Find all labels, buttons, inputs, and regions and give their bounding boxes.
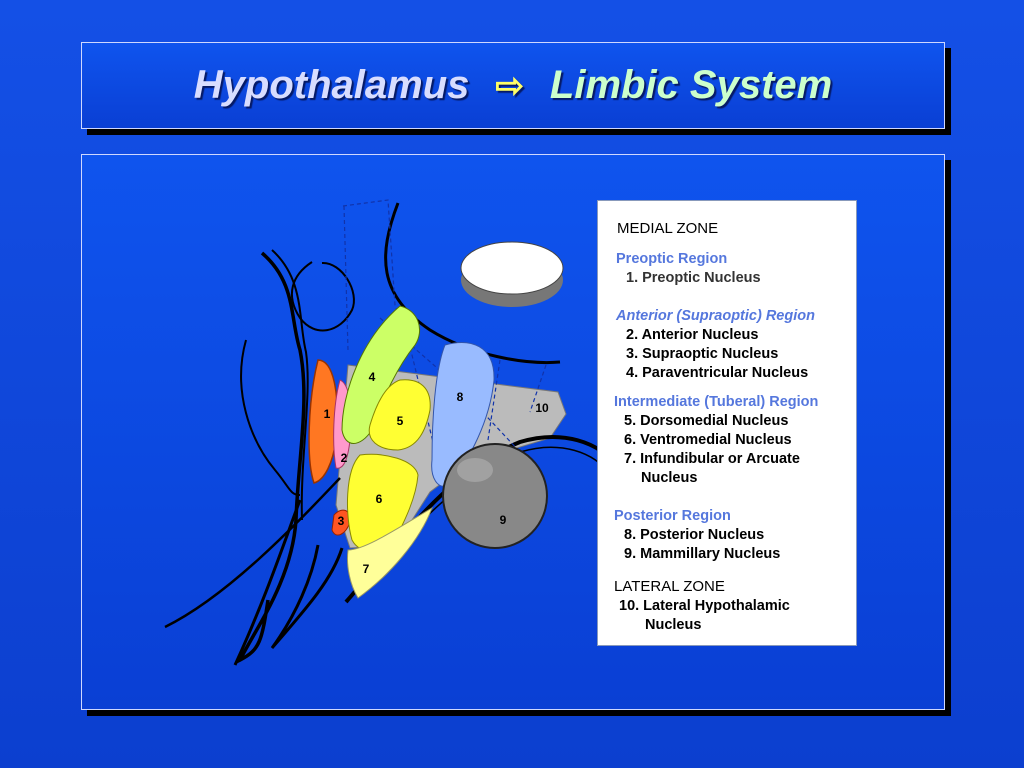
lower-outline bbox=[164, 477, 341, 629]
anterior-region-heading: Anterior (Supraoptic) Region bbox=[616, 308, 815, 324]
lamina-curve bbox=[291, 261, 355, 332]
lateral-zone-heading: LATERAL ZONE bbox=[614, 578, 725, 595]
nucleus-1-preoptic bbox=[308, 359, 339, 484]
nucleus-7-arcuate bbox=[347, 506, 433, 599]
title-limbic-system: Limbic System bbox=[549, 63, 833, 107]
label-4: 4 bbox=[369, 370, 376, 384]
label-3: 3 bbox=[338, 514, 345, 528]
label-5: 5 bbox=[397, 414, 404, 428]
posterior-region-heading: Posterior Region bbox=[614, 508, 731, 524]
mammillary-highlight bbox=[457, 458, 493, 482]
legend-item-7-cont: Nucleus bbox=[641, 470, 698, 486]
label-8: 8 bbox=[457, 390, 464, 404]
label-2: 2 bbox=[341, 451, 348, 465]
legend-item-4: 4. Paraventricular Nucleus bbox=[626, 365, 809, 381]
legend-item-5: 5. Dorsomedial Nucleus bbox=[624, 413, 789, 429]
chiasm-disk bbox=[460, 241, 564, 295]
legend-item-7: 7. Infundibular or Arcuate bbox=[624, 451, 800, 467]
legend-item-9: 9. Mammillary Nucleus bbox=[624, 546, 781, 562]
nucleus-5-dorsomedial bbox=[368, 379, 431, 451]
medial-zone-heading: MEDIAL ZONE bbox=[617, 220, 719, 237]
third-ventricle-wall bbox=[384, 202, 561, 364]
legend-item-8: 8. Posterior Nucleus bbox=[624, 527, 765, 543]
nucleus-9-mammillary bbox=[442, 443, 548, 549]
right-arrow-icon: ⇨ bbox=[495, 66, 524, 105]
label-6: 6 bbox=[376, 492, 383, 506]
pituitary-stalk bbox=[270, 544, 344, 649]
legend-item-10-cont: Nucleus bbox=[645, 617, 702, 633]
legend-item-2: 2. Anterior Nucleus bbox=[626, 327, 759, 343]
label-7: 7 bbox=[363, 562, 370, 576]
title-banner: Hypothalamus ⇨ Limbic System bbox=[81, 42, 945, 129]
preoptic-region-heading: Preoptic Region bbox=[616, 251, 728, 267]
label-1: 1 bbox=[324, 407, 331, 421]
nuclei-legend: MEDIAL ZONE Preoptic Region 1. Preoptic … bbox=[597, 200, 857, 646]
legend-item-10: 10. Lateral Hypothalamic bbox=[619, 598, 790, 614]
legend-item-1: 1. Preoptic Nucleus bbox=[626, 270, 761, 286]
legend-item-3: 3. Supraoptic Nucleus bbox=[626, 346, 779, 362]
pituitary-stalk-left bbox=[233, 499, 302, 666]
dashed-boundary bbox=[342, 199, 547, 493]
label-10: 10 bbox=[535, 401, 549, 415]
outer-brain-outline bbox=[236, 251, 306, 664]
slide-title: Hypothalamus ⇨ Limbic System bbox=[82, 43, 944, 128]
legend-item-6: 6. Ventromedial Nucleus bbox=[624, 432, 792, 448]
optic-nerve-outline bbox=[240, 339, 301, 496]
outer-brain-outline-2 bbox=[271, 249, 309, 521]
intermediate-region-heading: Intermediate (Tuberal) Region bbox=[614, 394, 819, 410]
title-hypothalamus: Hypothalamus bbox=[193, 63, 470, 107]
label-9: 9 bbox=[500, 513, 507, 527]
